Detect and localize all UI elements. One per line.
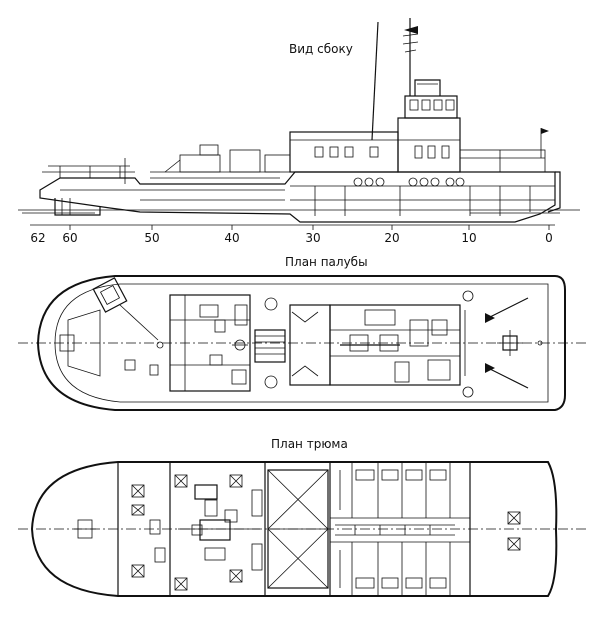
frame-scale: 62 60 50 40 30 20 10 0 xyxy=(30,224,555,245)
hold-tanks xyxy=(131,474,521,591)
portholes xyxy=(353,177,465,187)
hold-bulkheads xyxy=(117,462,471,596)
hold-hull-outline xyxy=(30,461,558,597)
deck-hull-outline xyxy=(36,275,566,411)
side-view-title: Вид сбоку xyxy=(289,42,353,56)
deck-bow-details xyxy=(59,277,164,377)
hold-cargo xyxy=(251,469,329,589)
scale-tick-62: 62 xyxy=(30,231,45,245)
hold-plan-title: План трюма xyxy=(271,437,348,451)
waterline xyxy=(18,209,580,214)
hold-bow xyxy=(74,519,96,539)
hold-cabins xyxy=(330,462,470,596)
superstructure xyxy=(164,79,546,173)
masts xyxy=(371,18,549,158)
hull-side xyxy=(39,158,556,223)
deck-inner-outline xyxy=(54,283,549,403)
hold-engine-room xyxy=(149,484,260,563)
rudder xyxy=(54,171,561,216)
scale-tick-10: 10 xyxy=(461,231,476,245)
side-view: Вид сбоку xyxy=(18,18,580,245)
scale-tick-30: 30 xyxy=(305,231,320,245)
hold-plan: План трюма xyxy=(18,437,588,597)
deck-plan-title: План палубы xyxy=(285,255,368,269)
deck-plan: План палубы xyxy=(18,255,588,411)
scale-tick-20: 20 xyxy=(384,231,399,245)
scale-tick-50: 50 xyxy=(144,231,159,245)
deck-stern-equipment xyxy=(485,297,543,389)
scale-tick-60: 60 xyxy=(62,231,77,245)
scale-tick-40: 40 xyxy=(224,231,239,245)
scale-tick-0: 0 xyxy=(545,231,553,245)
deck-rooms xyxy=(169,290,474,398)
